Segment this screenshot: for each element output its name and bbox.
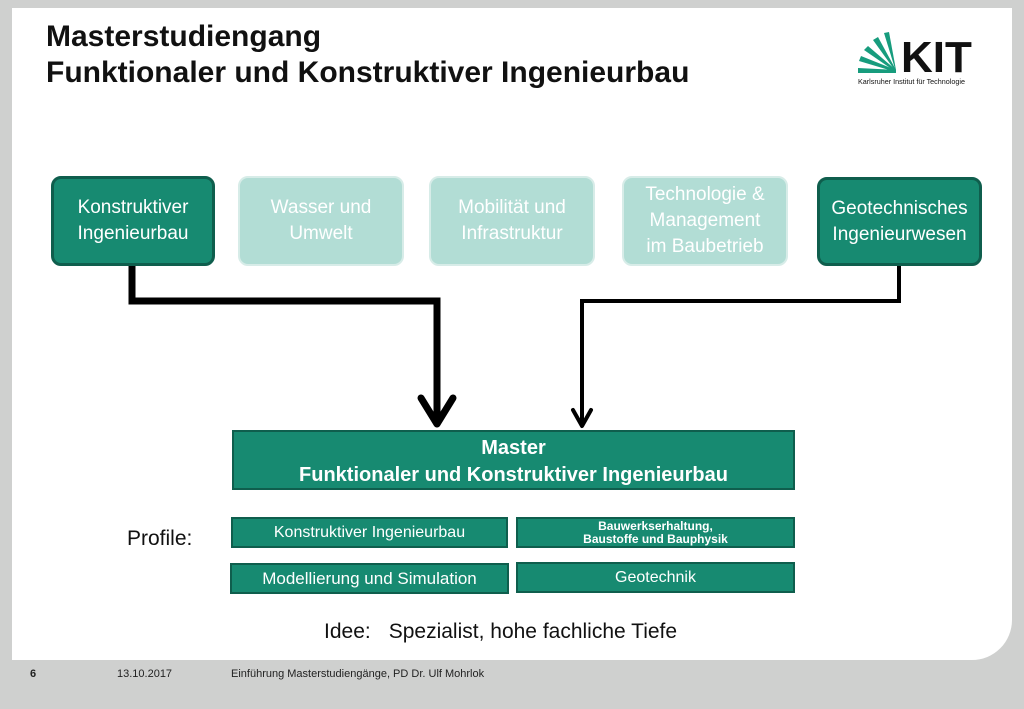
logo-tagline: Karlsruher Institut für Technologie	[858, 77, 965, 86]
master-program-box: Master Funktionaler und Konstruktiver In…	[232, 430, 795, 490]
slide-title-line-2: Funktionaler und Konstruktiver Ingenieur…	[46, 56, 690, 89]
field-label-line: Mobilität und	[458, 197, 566, 218]
field-label-line: Technologie &	[645, 184, 765, 205]
profile-bauwerkserhaltung-line-1: Bauwerkserhaltung,	[598, 519, 713, 533]
field-label-line: Management	[649, 210, 761, 231]
footer-page-number: 6	[30, 668, 37, 680]
field-label-line: Konstruktiver	[77, 197, 189, 218]
profiles-label: Profile:	[127, 527, 193, 550]
arrow-right-connector	[580, 266, 901, 424]
profile-geotechnik: Geotechnik	[516, 562, 795, 593]
logo-wordmark: KIT	[901, 33, 972, 82]
master-line-1: Master	[481, 437, 546, 459]
idea-text: Spezialist, hohe fachliche Tiefe	[388, 620, 678, 643]
field-technologie-management: Technologie & Management im Baubetrieb	[622, 176, 788, 266]
profile-bauwerkserhaltung: Bauwerkserhaltung, Baustoffe und Bauphys…	[516, 517, 795, 548]
field-label-line: im Baubetrieb	[646, 236, 764, 257]
idea-statement: Idee: Spezialist, hohe fachliche Tiefe	[324, 620, 677, 644]
field-label-line: Ingenieurwesen	[832, 223, 967, 245]
master-line-2: Funktionaler und Konstruktiver Ingenieur…	[299, 464, 728, 486]
field-label-line: Umwelt	[289, 223, 353, 244]
footer-text: Einführung Masterstudiengänge, PD Dr. Ul…	[231, 668, 485, 680]
arrow-left-head	[417, 394, 457, 428]
profile-modellierung-und-simulation: Modellierung und Simulation	[230, 563, 509, 594]
arrow-left-connector	[128, 266, 441, 424]
arrow-right-head	[571, 408, 593, 428]
field-label-line: Ingenieurbau	[77, 223, 189, 244]
slide	[12, 8, 1012, 660]
field-label-line: Geotechnisches	[831, 197, 968, 219]
kit-logo: KIT Karlsruher Institut für Technologie	[858, 32, 972, 86]
field-label-line: Infrastruktur	[461, 223, 563, 244]
slide-title-line-1: Masterstudiengang	[46, 20, 322, 53]
profile-bauwerkserhaltung-line-2: Baustoffe und Bauphysik	[583, 532, 728, 546]
field-label-line: Wasser und	[270, 197, 372, 218]
footer-date: 13.10.2017	[117, 668, 173, 680]
idea-label: Idee:	[324, 620, 371, 643]
profile-konstruktiver-ingenieurbau: Konstruktiver Ingenieurbau	[231, 517, 508, 548]
